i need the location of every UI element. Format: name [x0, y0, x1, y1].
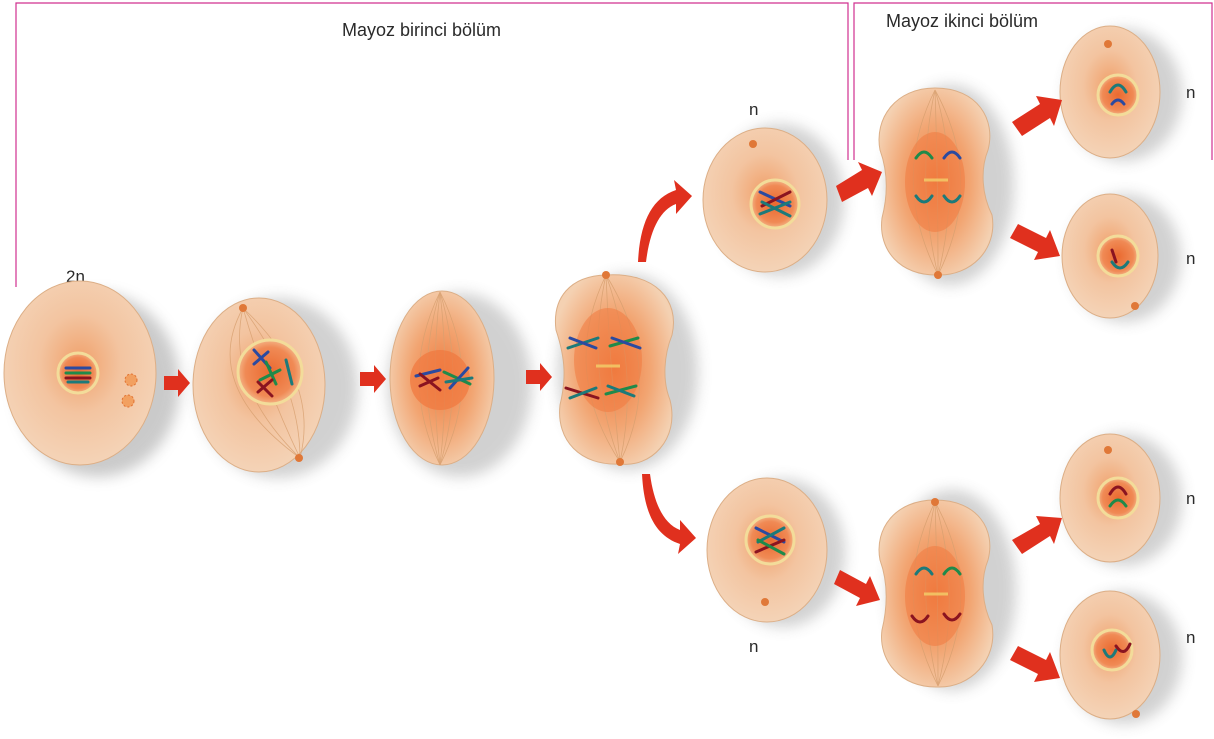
cell-haploid-bottom — [707, 478, 845, 627]
cell-prometaphase-1 — [193, 298, 358, 478]
ploidy-label-haploid-d3: n — [1186, 489, 1195, 508]
ploidy-label-haploid-d2: n — [1186, 249, 1195, 268]
curved-arrow-up-icon — [638, 180, 692, 262]
arrow-right-icon — [1012, 96, 1062, 136]
cell-meiosis2-top — [879, 85, 1014, 285]
meiosis-two-label: Mayoz ikinci bölüm — [886, 11, 1038, 31]
ploidy-label-haploid-d1: n — [1186, 83, 1195, 102]
cell-meiosis2-bottom — [879, 490, 1016, 690]
cell-anaphase-1 — [555, 271, 698, 470]
arrow-right-icon — [834, 570, 880, 606]
arrow-right-icon — [1012, 516, 1062, 554]
cell-haploid-top — [703, 124, 844, 276]
curved-arrow-down-icon — [642, 474, 696, 554]
arrow-right-icon — [1010, 646, 1060, 682]
arrow-right-icon — [836, 162, 882, 202]
daughter-cell-1 — [1060, 26, 1182, 161]
cell-prophase-1 — [4, 281, 180, 477]
arrow-right-icon — [360, 365, 386, 393]
meiosis-one-label: Mayoz birinci bölüm — [342, 20, 501, 40]
daughter-cell-3 — [1060, 434, 1182, 566]
ploidy-label-haploid-top: n — [749, 100, 758, 119]
daughter-cell-2 — [1062, 194, 1181, 322]
ploidy-label-haploid-bottom: n — [749, 637, 758, 656]
ploidy-label-haploid-d4: n — [1186, 628, 1195, 647]
daughter-cell-4 — [1060, 591, 1182, 724]
arrow-right-icon — [1010, 224, 1060, 260]
